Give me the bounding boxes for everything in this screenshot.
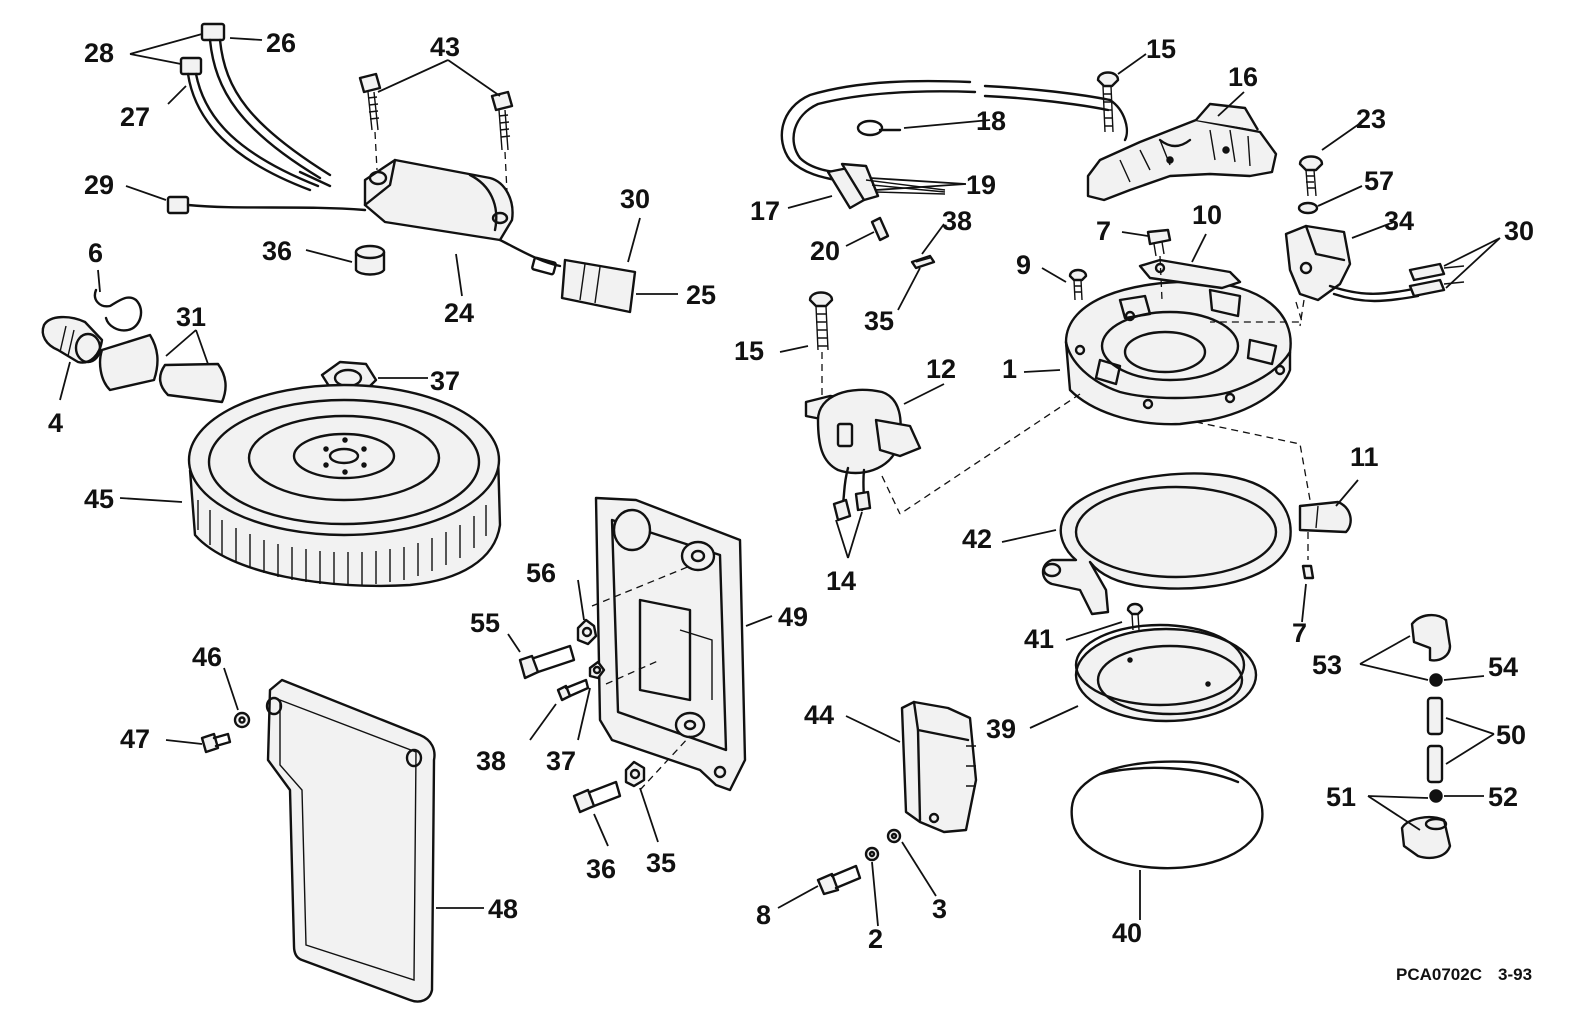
- callout-12: 12: [926, 354, 956, 384]
- callout-2: 2: [868, 924, 883, 954]
- ignition-coil-29: [1284, 155, 1465, 327]
- callout-50: 50: [1496, 720, 1526, 750]
- callout-36: 36: [586, 854, 616, 884]
- callout-37: 37: [546, 746, 576, 776]
- armature-plate: [1041, 472, 1352, 616]
- callout-15-left: 15: [734, 336, 764, 366]
- cover-plate: [265, 678, 436, 1003]
- callout-14: 14: [826, 566, 856, 596]
- callout-49: 49: [778, 602, 808, 632]
- callout-38: 38: [476, 746, 506, 776]
- callout-8: 8: [756, 900, 771, 930]
- figure-footer: PCA0702C 3-93: [1396, 965, 1532, 984]
- callout-3: 3: [932, 894, 947, 924]
- callout-28: 31: [176, 302, 206, 332]
- callout-44: 44: [804, 700, 834, 730]
- stator-base: [899, 228, 1311, 515]
- callout-1: 1: [1002, 354, 1017, 384]
- hose-fittings-50-54: [1400, 613, 1452, 860]
- screw-washer-37-38: [556, 660, 606, 702]
- callout-16: 16: [1228, 62, 1258, 92]
- cover-screw: [200, 711, 251, 754]
- callout-23-left: 27: [120, 102, 150, 132]
- ignition-coil-12: [804, 291, 922, 522]
- callout-6: 6: [88, 238, 103, 268]
- callout-35: 35: [646, 848, 676, 878]
- callout-39: 39: [986, 714, 1016, 744]
- callout-31: 35: [864, 306, 894, 336]
- callout-15-top: 15: [1146, 34, 1176, 64]
- callout-20: 20: [810, 236, 840, 266]
- callout-52: 52: [1488, 782, 1518, 812]
- callout-45: 45: [84, 484, 114, 514]
- callout-9: 9: [1016, 250, 1031, 280]
- figure-code: PCA0702C: [1396, 965, 1482, 984]
- power-pack-harness: [166, 22, 637, 314]
- callout-29: 34: [1384, 206, 1414, 236]
- callout-40: 40: [1112, 918, 1142, 948]
- callout-24: 28: [84, 38, 114, 68]
- rectifier: [816, 700, 978, 896]
- callout-27: 23: [1356, 104, 1386, 134]
- callout-43: 43: [430, 32, 460, 62]
- callout-53: 53: [1312, 650, 1342, 680]
- callout-7-top: 7: [1096, 216, 1111, 246]
- callout-17: 17: [750, 196, 780, 226]
- callout-51: 51: [1326, 782, 1356, 812]
- callout-26: 30: [620, 184, 650, 214]
- callout-55: 55: [470, 608, 500, 638]
- callout-34: 38: [942, 206, 972, 236]
- callout-25: 29: [84, 170, 114, 200]
- callout-23-top: 26: [266, 28, 296, 58]
- callout-54: 54: [1488, 652, 1518, 682]
- callout-41: 41: [1024, 624, 1054, 654]
- callout-22: 25: [686, 280, 716, 310]
- bolt: [490, 90, 514, 193]
- leader-lines: [59, 33, 1501, 927]
- callout-10: 10: [1192, 200, 1222, 230]
- screw-washer-55-56: [518, 618, 598, 680]
- callout-18: 18: [976, 106, 1006, 136]
- callout-21: 24: [444, 298, 474, 328]
- screw-washer-35-36: [572, 760, 646, 814]
- power-pack-bracket: [591, 496, 747, 792]
- hose-fitting-assembly: [41, 288, 227, 404]
- callout-33: 37: [430, 366, 460, 396]
- bolt: [358, 72, 382, 171]
- callout-57: 57: [1364, 166, 1394, 196]
- callout-56: 56: [526, 558, 556, 588]
- flywheel: [187, 383, 502, 588]
- callout-42: 42: [962, 524, 992, 554]
- stator-harness: [780, 79, 1129, 270]
- callout-11: 11: [1350, 442, 1379, 472]
- callout-46: 46: [192, 642, 222, 672]
- callout-30: 30: [1504, 216, 1534, 246]
- timer-base: [1086, 71, 1278, 202]
- callout-4: 4: [48, 408, 63, 438]
- callout-47: 47: [120, 724, 150, 754]
- callout-7-bottom: 7: [1292, 618, 1307, 648]
- callout-19: 19: [966, 170, 996, 200]
- retainer-rings: [1070, 602, 1264, 870]
- callout-32: 36: [262, 236, 292, 266]
- callout-labels: 28 26 27 43 29 30 36 25 24 6 31 4 37 45 …: [48, 28, 1534, 954]
- figure-revision: 3-93: [1498, 965, 1532, 984]
- callout-48: 48: [488, 894, 518, 924]
